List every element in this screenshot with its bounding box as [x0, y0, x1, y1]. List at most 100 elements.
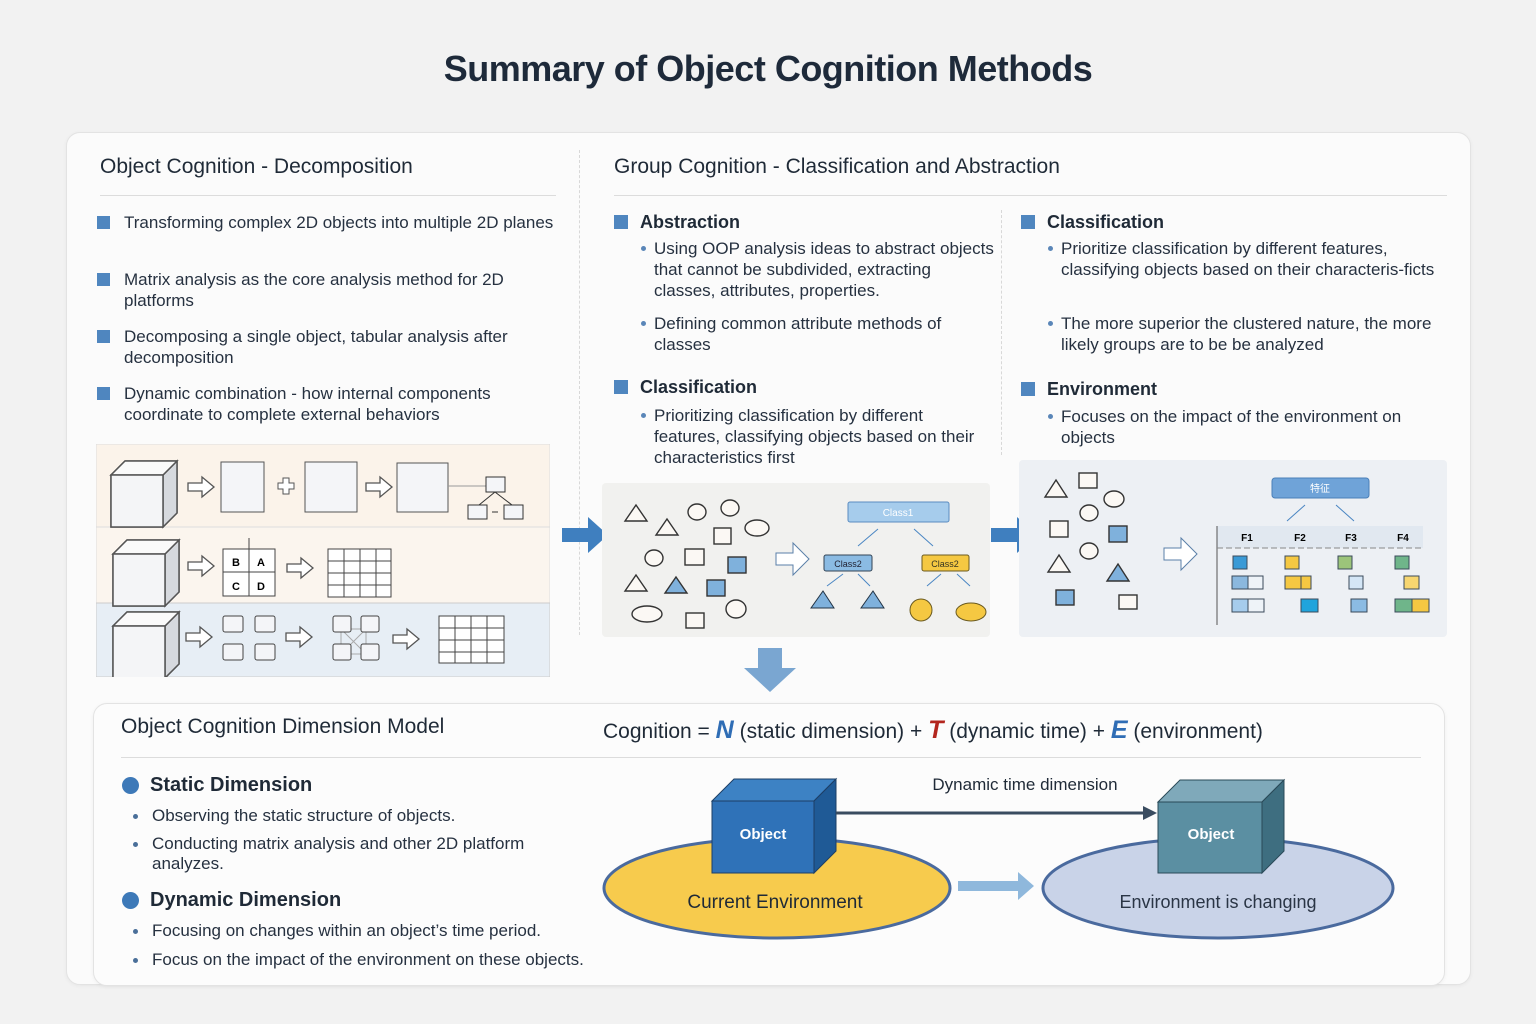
- time-arrow-head-icon: [1143, 806, 1157, 820]
- decomp-item: Transforming complex 2D objects into mul…: [97, 212, 557, 233]
- subheading-text: Abstraction: [640, 212, 741, 232]
- formula-e-text: (environment): [1133, 720, 1263, 743]
- quadrant-label: D: [257, 581, 265, 593]
- class-member-shapes: [810, 590, 885, 609]
- static-dimension-title: Static Dimension: [122, 774, 312, 797]
- class-root-node: [847, 501, 950, 523]
- plane: [220, 461, 265, 513]
- class-member-shape: [955, 602, 987, 622]
- feature-column-label: F3: [1345, 533, 1357, 544]
- plane: [396, 462, 449, 513]
- column-divider: [1001, 210, 1002, 455]
- bullet: Observing the static structure of object…: [132, 806, 582, 826]
- class-member-shape: [909, 598, 933, 622]
- changing-environment-label: Environment is changing: [1119, 892, 1316, 912]
- matrix-grid: [327, 548, 392, 598]
- square-bullet-icon: [614, 380, 628, 394]
- bullet: Prioritizing classification by different…: [639, 405, 989, 468]
- classification-title: Classification: [1021, 212, 1164, 233]
- class-root-label: Class1: [883, 508, 914, 519]
- unsorted-shapes: [1043, 472, 1138, 610]
- bullet: Defining common attribute methods of cla…: [639, 313, 996, 355]
- component-boxes: [222, 615, 276, 661]
- plane: [304, 461, 358, 513]
- result-table: [438, 615, 505, 664]
- square-bullet-icon: [97, 387, 110, 400]
- divider: [121, 757, 1421, 758]
- hierarchy-arrows: [1286, 504, 1355, 522]
- tree-node: [485, 476, 506, 493]
- feature-root-node: [1271, 477, 1370, 499]
- time-dimension-label: Dynamic time dimension: [932, 775, 1117, 794]
- bullet: Using OOP analysis ideas to abstract obj…: [639, 238, 996, 301]
- arrow-right-icon: [1163, 536, 1198, 572]
- cube-icon: [112, 611, 180, 677]
- section-divider: [579, 150, 580, 635]
- square-bullet-icon: [97, 216, 110, 229]
- class-node: [921, 554, 970, 572]
- tree-node: [503, 504, 524, 520]
- decomp-item: Dynamic combination - how internal compo…: [97, 383, 547, 425]
- subheading-text: Classification: [640, 377, 758, 397]
- decomposition-diagram: B A C D: [96, 444, 550, 677]
- arrow-right-icon: [775, 541, 810, 577]
- model-heading: Object Cognition Dimension Model: [121, 715, 445, 738]
- bullet: Focus on the impact of the environment o…: [132, 950, 692, 970]
- feature-column-label: F2: [1294, 533, 1306, 544]
- bullet: Focuses on the impact of the environment…: [1046, 406, 1436, 448]
- dynamic-dimension-title: Dynamic Dimension: [122, 889, 341, 912]
- bullet: The more superior the clustered nature, …: [1046, 313, 1446, 355]
- classification-diagram: Class1 Class2 Class2: [602, 483, 990, 637]
- classification-title: Classification: [614, 377, 757, 398]
- circle-bullet-icon: [122, 777, 139, 794]
- flow-arrow-down-icon: [744, 648, 796, 692]
- quadrant-grid: B A C D: [222, 538, 276, 597]
- decomposition-heading: Object Cognition - Decomposition: [100, 155, 413, 178]
- feature-cells: [1231, 555, 1430, 613]
- plus-icon: [277, 477, 295, 495]
- dimension-title-text: Dynamic Dimension: [150, 889, 342, 911]
- decomp-item: Decomposing a single object, tabular ana…: [97, 326, 537, 368]
- feature-column-label: F4: [1397, 533, 1409, 544]
- tree-node: [467, 504, 488, 520]
- square-bullet-icon: [1021, 215, 1035, 229]
- item-text: Dynamic combination - how internal compo…: [124, 384, 491, 424]
- subheading-text: Classification: [1047, 212, 1165, 232]
- feature-diagram: 特征 F1 F2 F3 F4: [1019, 460, 1447, 637]
- square-bullet-icon: [1021, 382, 1035, 396]
- bullet: Prioritize classification by different f…: [1046, 238, 1446, 280]
- dimension-title-text: Static Dimension: [150, 774, 313, 796]
- feature-root-label: 特征: [1310, 483, 1330, 495]
- object-label: Object: [740, 826, 787, 843]
- item-text: Matrix analysis as the core analysis met…: [124, 270, 504, 310]
- circle-bullet-icon: [122, 892, 139, 909]
- divider: [100, 195, 556, 196]
- divider: [614, 195, 1447, 196]
- group-heading: Group Cognition - Classification and Abs…: [614, 155, 1060, 178]
- object-cube-current: Object: [710, 777, 838, 875]
- bullet: Focusing on changes within an object’s t…: [132, 921, 592, 941]
- item-text: Decomposing a single object, tabular ana…: [124, 327, 508, 367]
- hierarchy-arrows: [826, 528, 971, 587]
- formula-e: E: [1110, 716, 1128, 744]
- bullet: Conducting matrix analysis and other 2D …: [132, 834, 572, 874]
- cognition-formula: Cognition = N (static dimension) + T (dy…: [603, 716, 1263, 745]
- class-node: [823, 554, 873, 572]
- flow-arrow-right-icon: [562, 517, 608, 553]
- unsorted-shapes: [623, 499, 770, 629]
- cube-icon: [112, 539, 180, 607]
- component-network: [332, 615, 380, 661]
- class-label: Class2: [931, 559, 959, 569]
- cube-icon: [110, 460, 178, 528]
- square-bullet-icon: [97, 330, 110, 343]
- object-label: Object: [1188, 826, 1235, 843]
- current-environment-label: Current Environment: [687, 892, 863, 913]
- square-bullet-icon: [97, 273, 110, 286]
- formula-n-text: (static dimension) +: [739, 720, 923, 743]
- feature-column-label: F1: [1241, 533, 1253, 544]
- tree-edges: [478, 491, 513, 513]
- feature-header-row: [1217, 526, 1423, 548]
- page-title: Summary of Object Cognition Methods: [443, 48, 1093, 89]
- abstraction-title: Abstraction: [614, 212, 740, 233]
- formula-t-text: (dynamic time) +: [949, 720, 1105, 743]
